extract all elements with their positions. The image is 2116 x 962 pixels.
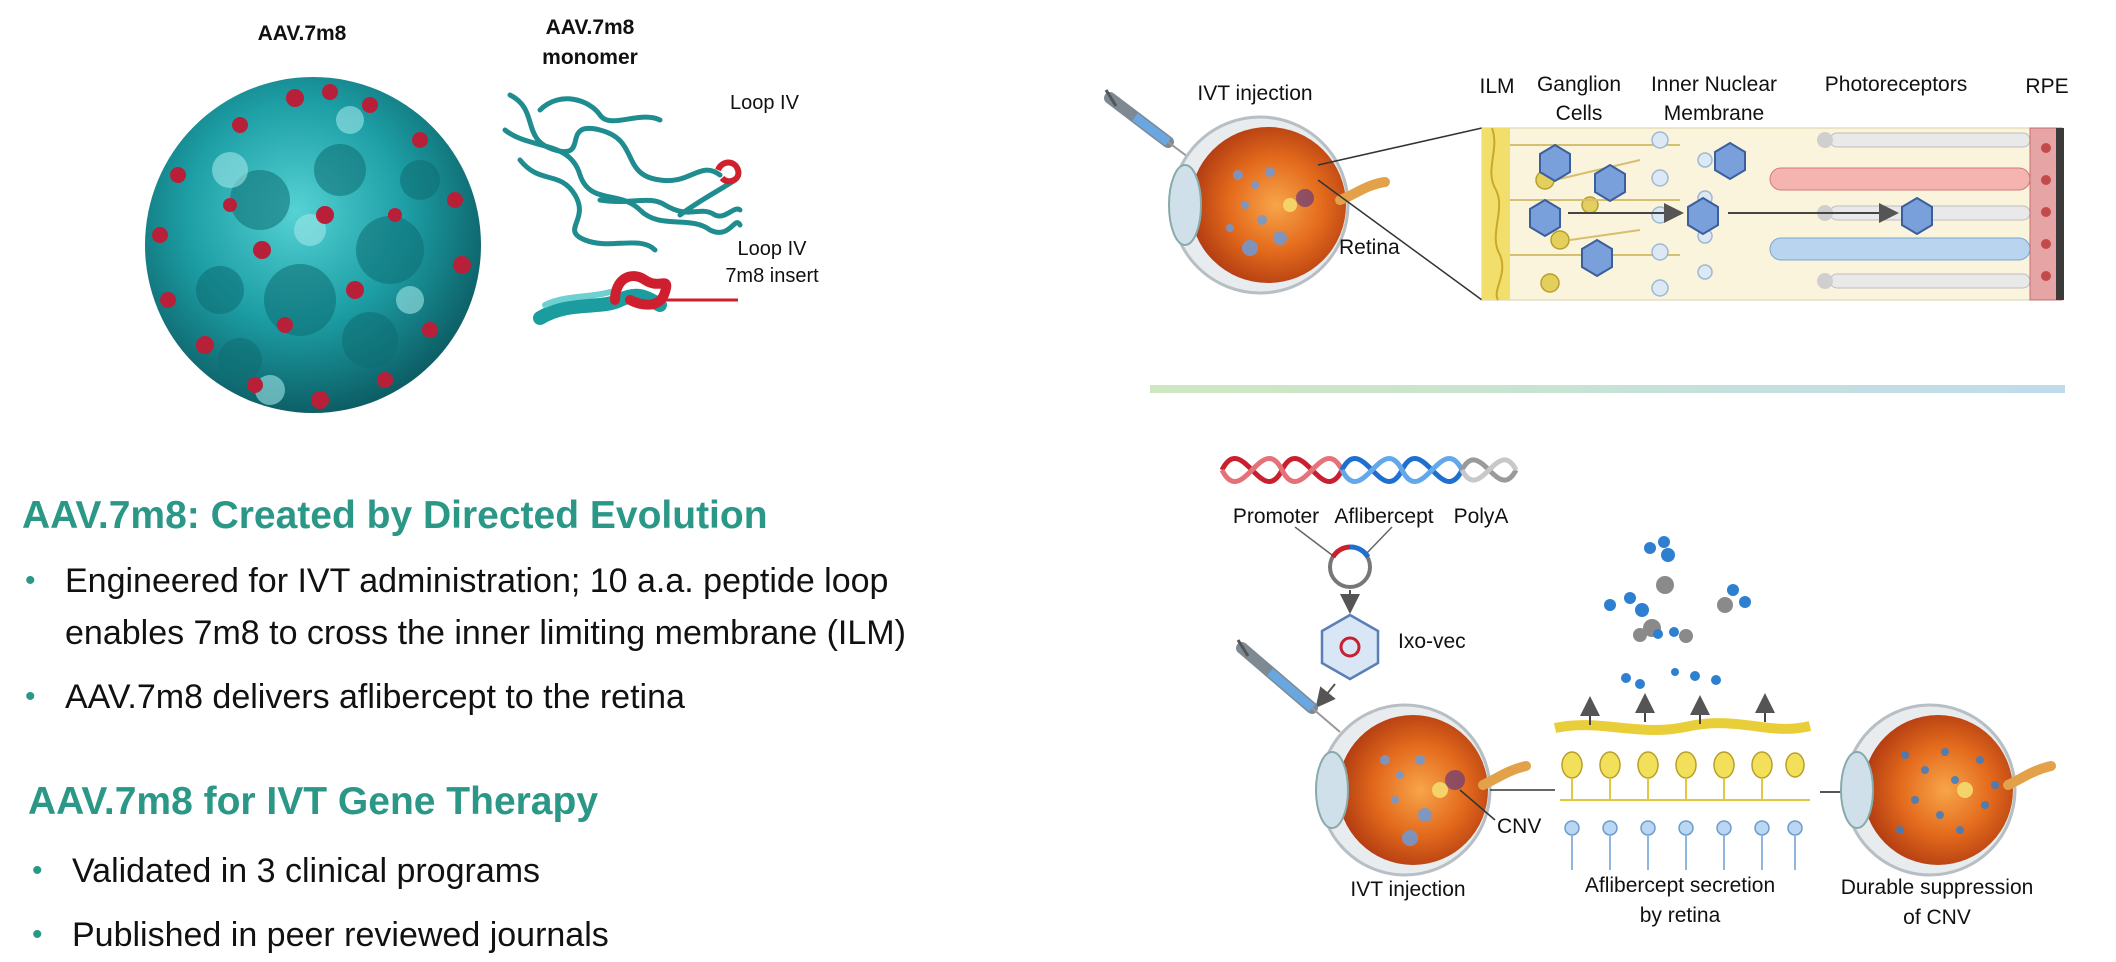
zoom-line-top — [1317, 127, 1483, 166]
aflibercept-molecules — [1604, 536, 1751, 689]
suppression-label-line2: of CNV — [1903, 906, 1971, 929]
syringe-top — [1104, 89, 1193, 161]
zoom-line-bottom — [1317, 179, 1483, 301]
section2-bullet-1: • Validated in 3 clinical programs — [32, 846, 540, 896]
loop-insert-closeup — [533, 271, 738, 325]
cnv-label: CNV — [1497, 815, 1542, 838]
bullet-dot-icon: • — [25, 564, 36, 597]
monomer-ribbon — [502, 92, 743, 253]
loop-iv-label: Loop IV — [730, 92, 799, 114]
plasmid — [1294, 526, 1393, 614]
ivt-injection-bottom-label: IVT injection — [1350, 878, 1466, 901]
syringe-bottom — [1236, 639, 1341, 733]
polya-label: PolyA — [1453, 505, 1509, 528]
retina-label: Retina — [1339, 236, 1400, 259]
bullet-dot-icon: • — [32, 918, 43, 951]
monomer-title-line1: AAV.7m8 — [545, 16, 635, 39]
ilm-label: ILM — [1479, 75, 1515, 98]
section2-bullet-2: • Published in peer reviewed journals — [32, 910, 609, 960]
promoter-label: Promoter — [1232, 505, 1320, 528]
section1-heading: AAV.7m8: Created by Directed Evolution — [22, 494, 768, 537]
eye-bottom-right — [1840, 703, 2056, 877]
loop-iv-highlight — [715, 159, 742, 185]
capsid-sphere — [145, 77, 481, 413]
section1-bullet-1: • Engineered for IVT administration; 10 … — [25, 556, 888, 606]
loop-insert-label-line2: 7m8 insert — [725, 265, 819, 287]
rpe-label: RPE — [2025, 75, 2069, 98]
aflibercept-label: Aflibercept — [1334, 505, 1434, 528]
inner-nuclear-label-line1: Inner Nuclear — [1650, 73, 1778, 96]
secretion-label-line2: by retina — [1639, 904, 1721, 927]
section1-bullet-2: • AAV.7m8 delivers aflibercept to the re… — [25, 672, 685, 722]
dna-helix — [1219, 456, 1519, 484]
loop-insert-label-line1: Loop IV — [737, 238, 807, 260]
suppression-label-line1: Durable suppression — [1840, 876, 2034, 899]
monomer-title-line2: monomer — [542, 46, 638, 69]
ivt-injection-top-label: IVT injection — [1197, 82, 1313, 105]
capsid-title: AAV.7m8 — [257, 22, 347, 45]
eye-top — [1168, 115, 1390, 295]
ixo-vec-capsid — [1315, 613, 1380, 709]
photoreceptors-label: Photoreceptors — [1824, 73, 1968, 96]
bullet-dot-icon: • — [25, 680, 36, 713]
section2-heading: AAV.7m8 for IVT Gene Therapy — [28, 780, 599, 823]
capsid-loop-markers — [152, 84, 471, 409]
bullet-dot-icon: • — [32, 854, 43, 887]
ganglion-label-line1: Ganglion — [1536, 73, 1622, 96]
secretion-retina-cells — [1553, 693, 1812, 870]
section-divider — [1150, 385, 2065, 393]
secretion-label-line1: Aflibercept secretion — [1584, 874, 1776, 897]
ixo-vec-label: Ixo-vec — [1398, 630, 1466, 653]
ganglion-label-line2: Cells — [1555, 102, 1603, 125]
section1-bullet-1-cont: enables 7m8 to cross the inner limiting … — [65, 614, 906, 652]
eye-bottom-left — [1315, 703, 1555, 877]
inner-nuclear-label-line2: Membrane — [1663, 102, 1765, 125]
retina-layer-panel — [1481, 127, 2064, 301]
